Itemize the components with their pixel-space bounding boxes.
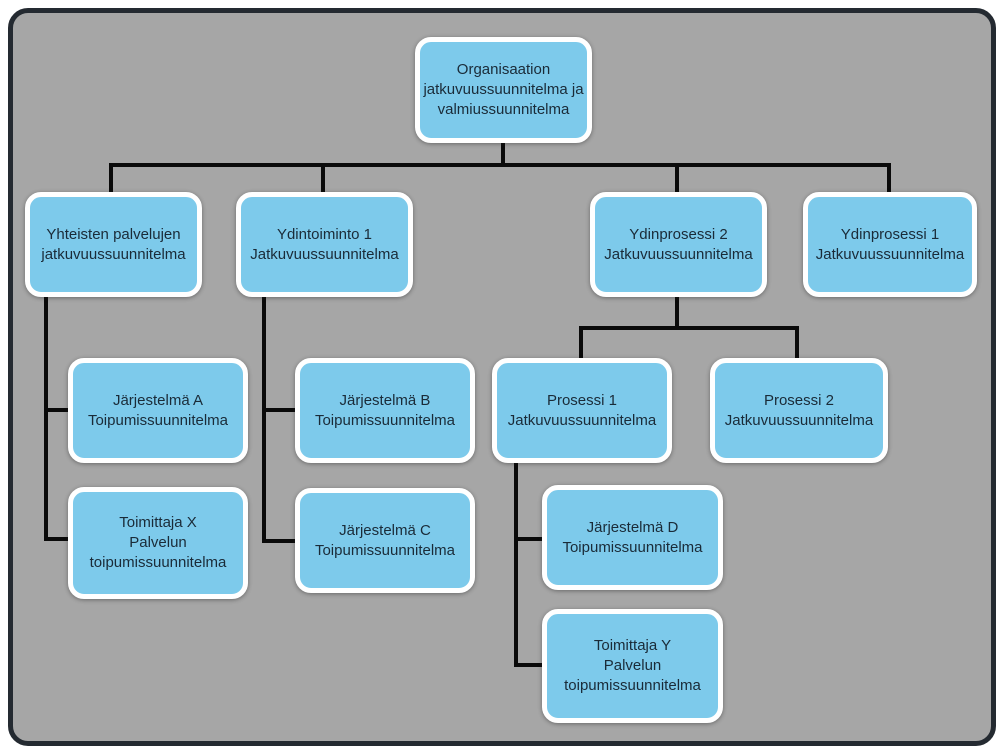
connector-stub-toimittaja-x — [44, 537, 68, 541]
connector-level2-rail — [109, 163, 891, 167]
node-prosessi-2: Prosessi 2 Jatkuvuussuunnitelma — [710, 358, 888, 463]
connector-yhteiset-spine — [44, 297, 48, 541]
connector-root-drop — [501, 143, 505, 165]
connector-drop-ydinprosessi1 — [887, 163, 891, 193]
connector-stub-jarjestelma-a — [44, 408, 68, 412]
connector-prosessi-rail — [579, 326, 799, 330]
node-prosessi-1: Prosessi 1 Jatkuvuussuunnitelma — [492, 358, 672, 463]
connector-drop-ydinprosessi2 — [675, 163, 679, 193]
connector-drop-yhteiset — [109, 163, 113, 193]
connector-stub-toimittaja-y — [514, 663, 542, 667]
node-toimittaja-x: Toimittaja X Palvelun toipumissuunnitelm… — [68, 487, 248, 599]
connector-drop-prosessi-1 — [579, 326, 583, 358]
connector-ydintoiminto1-spine — [262, 297, 266, 543]
node-yhteisten-palvelujen: Yhteisten palvelujen jatkuvuussuunnitelm… — [25, 192, 202, 297]
node-ydintoiminto-1: Ydintoiminto 1 Jatkuvuussuunnitelma — [236, 192, 413, 297]
node-jarjestelma-c: Järjestelmä C Toipumissuunnitelma — [295, 488, 475, 593]
node-jarjestelma-d: Järjestelmä D Toipumissuunnitelma — [542, 485, 723, 590]
connector-drop-ydintoiminto1 — [321, 163, 325, 193]
connector-prosessi1-spine — [514, 463, 518, 667]
connector-ydinprosessi2-drop — [675, 297, 679, 330]
node-organisaation-jatkuvuussuunnitelma: Organisaation jatkuvuussuunnitelma ja va… — [415, 37, 592, 143]
connector-stub-jarjestelma-b — [262, 408, 295, 412]
node-ydinprosessi-1: Ydinprosessi 1 Jatkuvuussuunnitelma — [803, 192, 977, 297]
node-jarjestelma-a: Järjestelmä A Toipumissuunnitelma — [68, 358, 248, 463]
connector-drop-prosessi-2 — [795, 326, 799, 358]
node-ydinprosessi-2: Ydinprosessi 2 Jatkuvuussuunnitelma — [590, 192, 767, 297]
connector-stub-jarjestelma-d — [514, 537, 542, 541]
node-toimittaja-y: Toimittaja Y Palvelun toipumissuunnitelm… — [542, 609, 723, 723]
node-jarjestelma-b: Järjestelmä B Toipumissuunnitelma — [295, 358, 475, 463]
connector-stub-jarjestelma-c — [262, 539, 295, 543]
